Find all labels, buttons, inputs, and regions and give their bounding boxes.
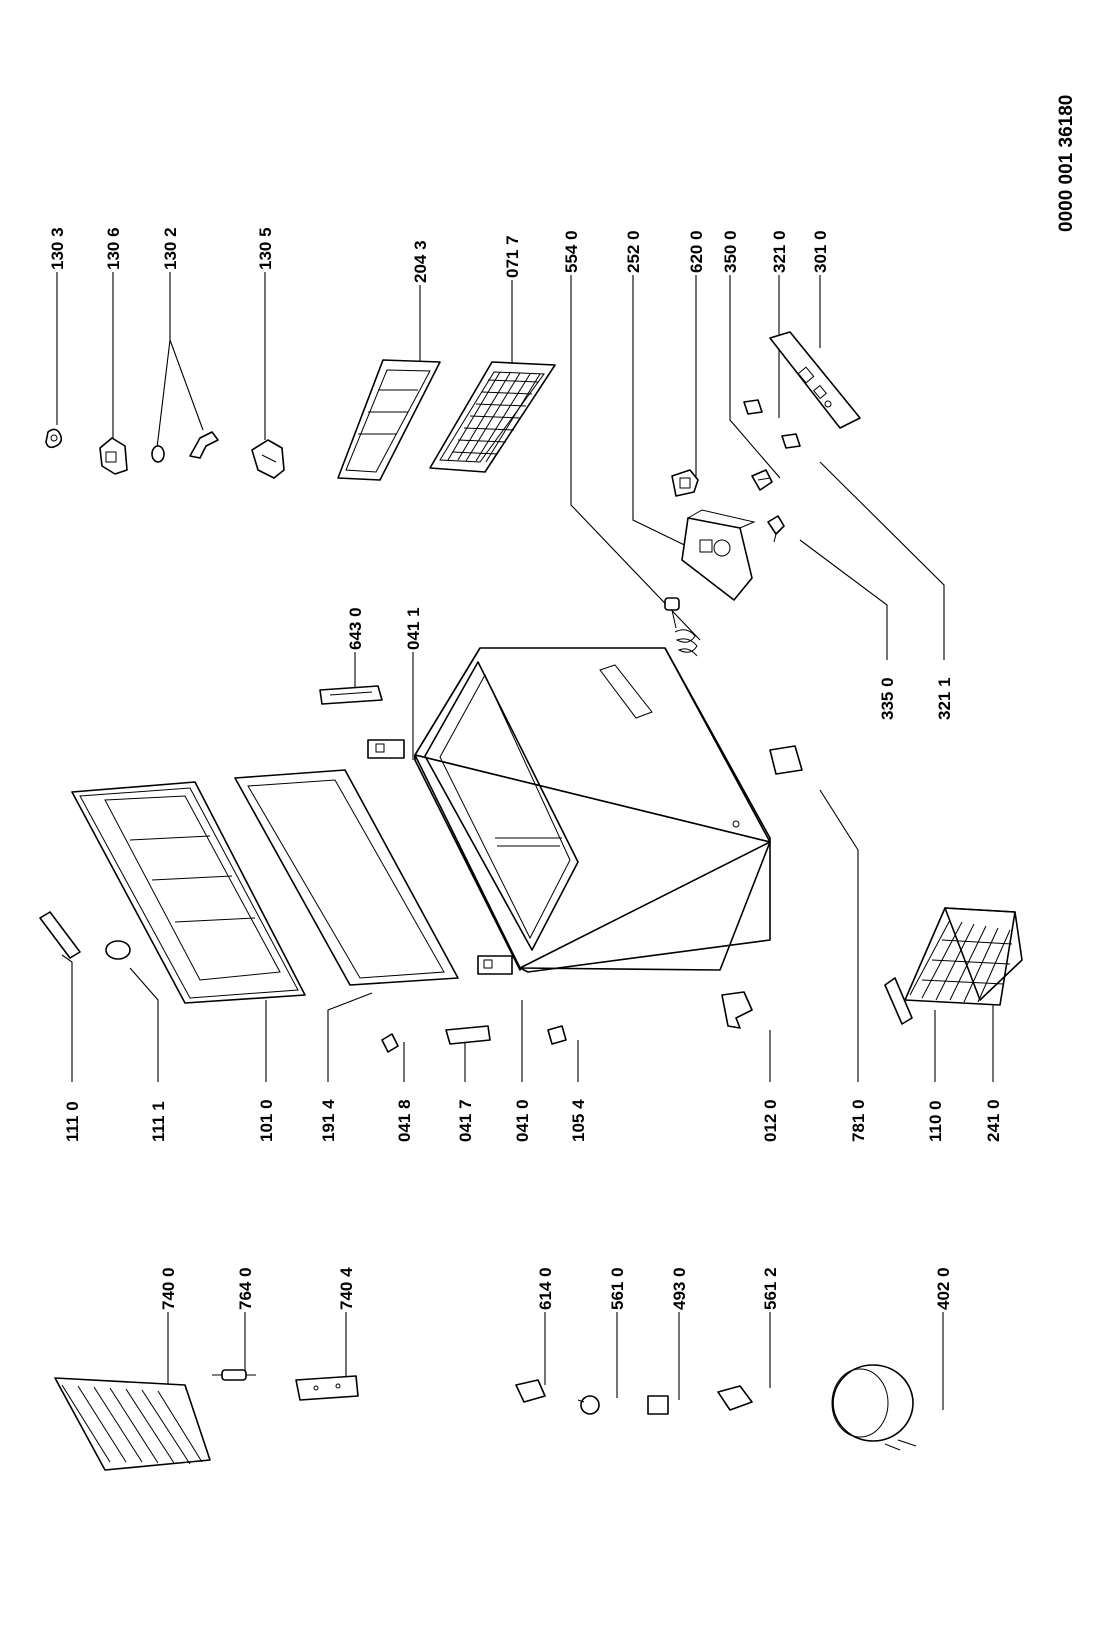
part-554-0-thermostat-bulb bbox=[664, 597, 698, 657]
callout-643-0: 643 0 bbox=[346, 607, 365, 650]
callout-740-0: 740 0 bbox=[159, 1267, 178, 1310]
part-614-0 bbox=[515, 1379, 546, 1403]
part-191-4-gasket bbox=[234, 769, 459, 986]
callout-041-0: 041 0 bbox=[513, 1099, 532, 1142]
part-301-0-control-panel bbox=[769, 331, 861, 429]
document-code: 0000 001 36180 bbox=[1056, 95, 1077, 232]
part-781-0 bbox=[769, 745, 803, 775]
part-321-0 bbox=[743, 399, 763, 415]
part-041-1 bbox=[367, 739, 405, 759]
callout-781-0: 781 0 bbox=[849, 1099, 868, 1142]
part-252-0-control-box bbox=[681, 509, 756, 601]
callout-301-0: 301 0 bbox=[811, 230, 830, 273]
part-101-0-lid bbox=[71, 781, 306, 1004]
part-204-3-tray bbox=[337, 359, 441, 481]
part-041-7 bbox=[445, 1025, 491, 1045]
callout-620-0: 620 0 bbox=[687, 230, 706, 273]
callout-241-0: 241 0 bbox=[984, 1099, 1003, 1142]
callout-130-5: 130 5 bbox=[256, 227, 275, 270]
callout-614-0: 614 0 bbox=[536, 1267, 555, 1310]
part-130-2 bbox=[151, 431, 219, 463]
part-012-0 bbox=[721, 991, 753, 1029]
callout-labels: 130 3 130 6 130 2 130 5 204 3 071 7 554 … bbox=[48, 227, 1003, 1310]
part-561-2 bbox=[717, 1385, 753, 1411]
part-740-4 bbox=[295, 1375, 359, 1401]
callout-041-1: 041 1 bbox=[404, 607, 423, 650]
callout-130-2: 130 2 bbox=[161, 227, 180, 270]
callout-252-0: 252 0 bbox=[624, 230, 643, 273]
callout-130-3: 130 3 bbox=[48, 227, 67, 270]
callout-130-6: 130 6 bbox=[104, 227, 123, 270]
part-111-1 bbox=[105, 940, 131, 960]
callout-740-4: 740 4 bbox=[337, 1267, 356, 1310]
part-130-3 bbox=[45, 428, 63, 449]
part-643-0 bbox=[319, 685, 383, 705]
callout-321-0: 321 0 bbox=[770, 230, 789, 273]
part-041-0 bbox=[477, 955, 513, 975]
callout-561-2: 561 2 bbox=[761, 1267, 780, 1310]
part-620-0 bbox=[671, 469, 699, 497]
callout-402-0: 402 0 bbox=[934, 1267, 953, 1310]
part-111-0 bbox=[39, 911, 81, 959]
part-764-0-drier bbox=[212, 1369, 256, 1381]
part-241-0-basket bbox=[904, 907, 1023, 1006]
callout-041-7: 041 7 bbox=[456, 1099, 475, 1142]
callout-321-1: 321 1 bbox=[935, 677, 954, 720]
callout-335-0: 335 0 bbox=[878, 677, 897, 720]
part-740-0-condenser bbox=[54, 1377, 211, 1471]
part-335-0 bbox=[767, 515, 785, 543]
callout-561-0: 561 0 bbox=[608, 1267, 627, 1310]
callout-493-0: 493 0 bbox=[670, 1267, 689, 1310]
part-321-1 bbox=[781, 433, 801, 449]
callout-071-7: 071 7 bbox=[503, 235, 522, 278]
callout-105-4: 105 4 bbox=[569, 1099, 588, 1142]
part-130-6 bbox=[99, 437, 128, 475]
part-freezer-cabinet bbox=[414, 647, 771, 973]
callout-554-0: 554 0 bbox=[562, 230, 581, 273]
callout-101-0: 101 0 bbox=[257, 1099, 276, 1142]
part-130-5 bbox=[251, 439, 285, 479]
part-402-0-compressor bbox=[831, 1364, 917, 1451]
callout-191-4: 191 4 bbox=[319, 1099, 338, 1142]
callout-110-0: 110 0 bbox=[926, 1100, 945, 1142]
part-350-0 bbox=[751, 469, 773, 491]
callout-111-1: 111 1 bbox=[149, 1101, 168, 1142]
callout-764-0: 764 0 bbox=[236, 1267, 255, 1310]
part-041-8 bbox=[381, 1033, 399, 1053]
callout-041-8: 041 8 bbox=[395, 1099, 414, 1142]
callout-204-3: 204 3 bbox=[411, 240, 430, 283]
callout-350-0: 350 0 bbox=[721, 230, 740, 273]
part-071-7-grid bbox=[429, 361, 556, 473]
callout-111-0: 111 0 bbox=[63, 1101, 82, 1142]
part-561-0 bbox=[577, 1395, 600, 1415]
part-110-0 bbox=[884, 977, 913, 1025]
part-493-0 bbox=[647, 1395, 669, 1415]
part-105-4 bbox=[547, 1025, 567, 1045]
callout-012-0: 012 0 bbox=[761, 1099, 780, 1142]
